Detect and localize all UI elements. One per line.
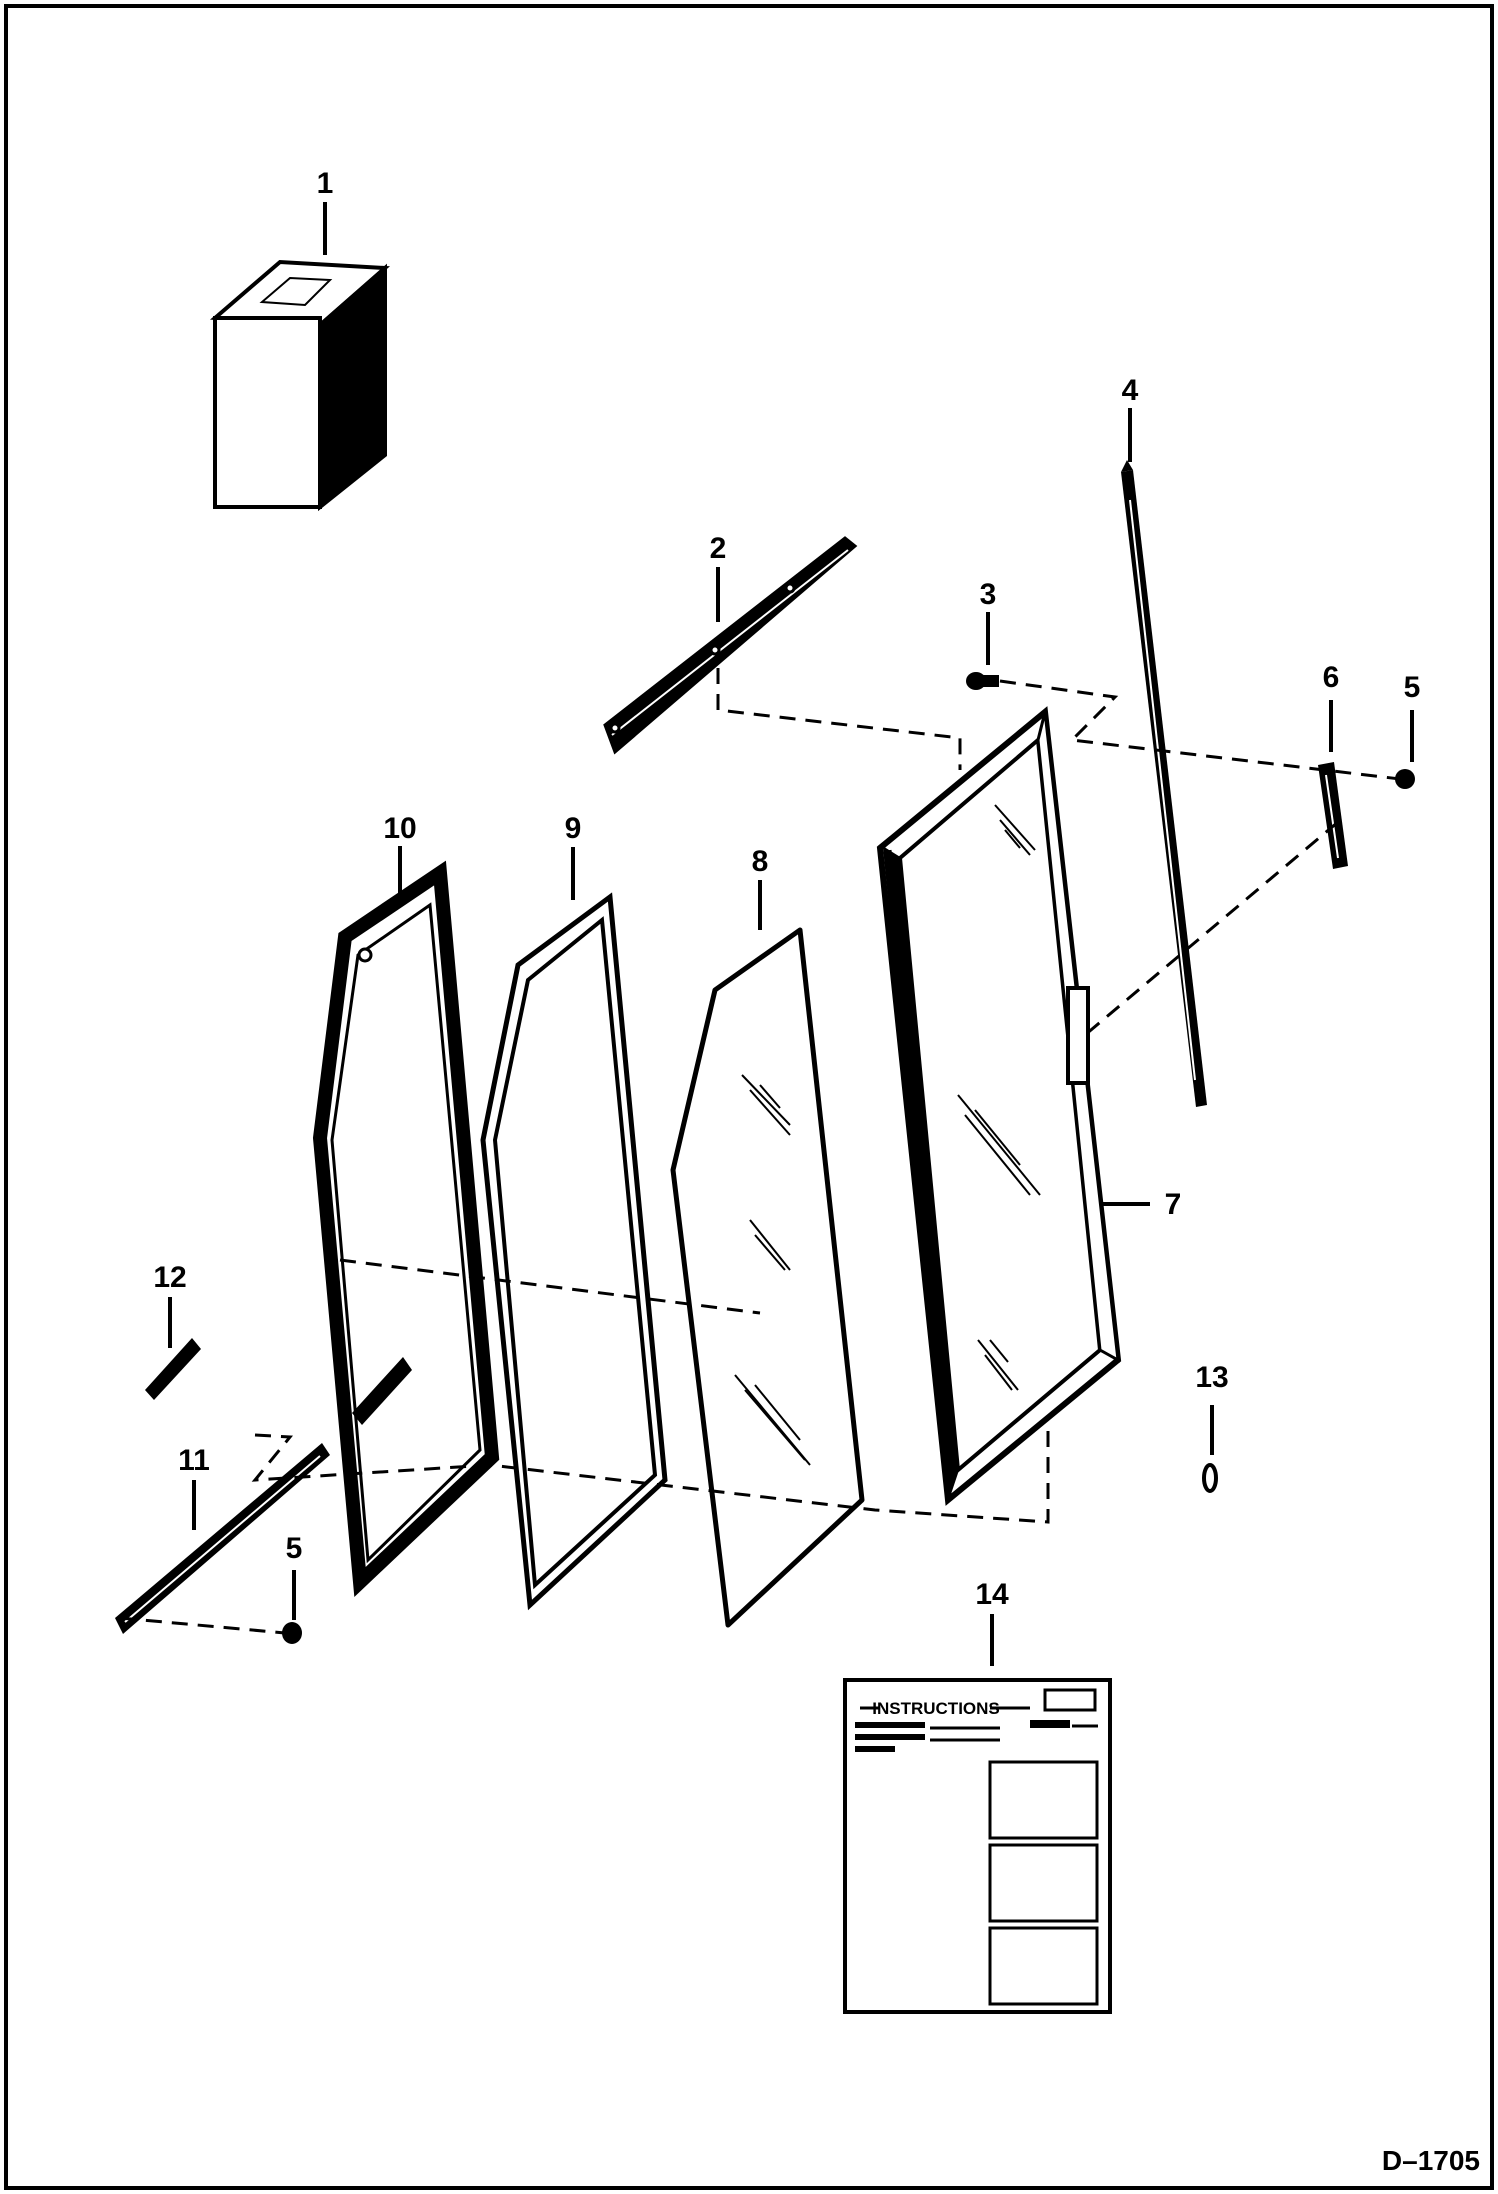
page-border [4,4,1494,2190]
callout-5-top: 5 [1404,671,1421,704]
part-7-door-frame [876,706,1122,1506]
callout-11: 11 [178,1444,210,1477]
part-3-screw [966,672,999,690]
callout-7: 7 [1165,1188,1182,1221]
callout-6: 6 [1323,661,1340,694]
part-1-carton [209,259,390,512]
part-6-latch [1318,762,1348,869]
callout-13: 13 [1195,1361,1228,1394]
part-11-lower-strip [115,1357,412,1634]
part-4-seal-strip [1121,460,1207,1107]
instruction-sheet-title: INSTRUCTIONS [872,1699,1000,1718]
part-9-gasket [480,892,668,1611]
assembly-lines [119,668,1401,1635]
callout-9: 9 [565,812,582,845]
callout-1: 1 [317,167,334,200]
callout-3: 3 [980,578,997,611]
callout-5-bottom: 5 [286,1532,303,1565]
callout-12: 12 [153,1261,186,1294]
part-12-small-strip [145,1338,201,1400]
part-5-nut-bottom [282,1622,302,1644]
callout-8: 8 [752,845,769,878]
part-14-instruction-sheet [843,1678,1112,2014]
part-13-o-ring [1202,1463,1218,1493]
callout-14: 14 [975,1578,1009,1611]
callout-2: 2 [710,532,727,565]
part-5-nut-top [1395,769,1415,789]
drawing-code: D–1705 [1382,2145,1480,2176]
part-10-rubber-seal [312,860,500,1598]
part-8-glass-pane [670,927,865,1628]
callout-4: 4 [1122,374,1139,407]
callout-10: 10 [383,812,416,845]
part-2-hinge [603,536,858,755]
